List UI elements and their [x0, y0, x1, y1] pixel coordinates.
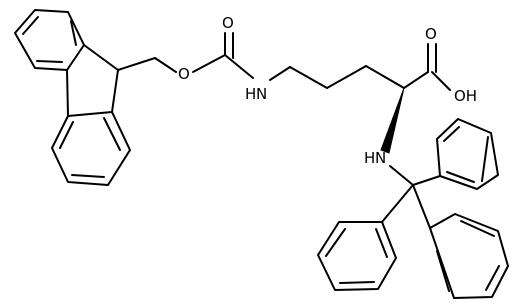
fluorene-c9-bond-2 — [111, 69, 119, 113]
phenyl-bottom-ring — [429, 213, 509, 299]
fluorene-lower-double-2 — [71, 174, 105, 178]
chain-bond-1 — [289, 66, 328, 89]
trityl-bond-right-ring — [412, 175, 441, 186]
phenyl-bottom-double-2 — [485, 265, 500, 291]
fluorene-lower-double-1 — [103, 117, 121, 151]
alpha-hydrogen-label: H — [364, 149, 375, 167]
phenyl-left-double-3 — [375, 228, 388, 258]
fluorene-upper-double-3 — [36, 60, 63, 63]
atom-labels: O O N H O OH H N — [178, 14, 477, 167]
phenyl-bottom-double-1 — [460, 220, 495, 237]
fluorene-c9-bond-1 — [83, 44, 119, 71]
n-to-chain-bond — [269, 66, 291, 81]
alpha-nitrogen-label: N — [375, 149, 386, 167]
alpha-to-carboxyl-bond — [403, 71, 429, 89]
acid-hydroxyl-label: OH — [454, 87, 477, 105]
ester-oxygen-label: O — [178, 65, 190, 83]
fluorene-upper-double-1 — [22, 16, 39, 35]
phenyl-right-double-1 — [481, 136, 489, 182]
chain-bond-2 — [326, 65, 367, 89]
fluorene-lower-ring — [51, 111, 131, 186]
trityl-bond-left-ring — [381, 184, 414, 223]
carbamate-nitrogen-label: N — [256, 85, 267, 103]
fluorene-biaryl-bond — [66, 69, 69, 117]
fmoc-ch2-bond-1 — [117, 57, 156, 71]
carbamate-group — [192, 32, 291, 81]
fmoc-ch2-bond-2 — [154, 57, 177, 73]
phenyl-left-ring — [317, 221, 397, 291]
phenyl-left-double-1 — [325, 228, 346, 257]
carbamate-carbonyl-oxygen-label: O — [222, 14, 234, 32]
acid-c-oh-bond — [431, 71, 451, 91]
trityl-group — [317, 118, 509, 299]
backbone-group — [289, 43, 451, 186]
phenyl-bottom-double-3 — [436, 250, 450, 292]
alpha-stereo-wedge — [380, 87, 405, 154]
carbonyl-to-n-bond — [224, 54, 254, 79]
phenyl-left-double-2 — [339, 281, 375, 284]
acid-carbonyl-oxygen-label: O — [425, 25, 437, 43]
chain-bond-3 — [365, 65, 405, 89]
phenyl-right-double-3 — [446, 171, 475, 183]
ester-o-to-carbonyl-bond — [192, 54, 226, 73]
n-to-trityl-bond — [389, 165, 414, 186]
phenyl-right-double-2 — [443, 126, 460, 142]
carbamate-hydrogen-label: H — [245, 85, 256, 103]
fluorene-upper-double-2 — [70, 20, 77, 46]
fluorene-lower-double-3 — [59, 121, 74, 149]
phenyl-right-ring — [436, 118, 499, 190]
trityl-bond-bottom-ring — [412, 184, 431, 229]
fluorene-group — [14, 9, 177, 186]
